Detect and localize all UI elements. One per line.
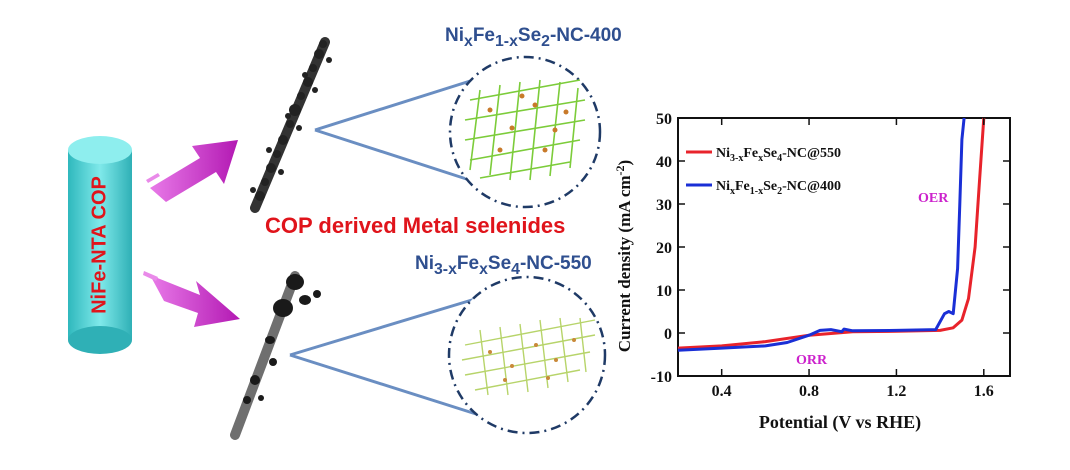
lattice-top <box>464 79 586 181</box>
orr-annotation: ORR <box>796 353 828 368</box>
zoom-circle-bottom <box>447 275 607 435</box>
lattice-top-atoms <box>487 93 569 153</box>
legend-label-blue: NixFe1-xSe2-NC@400 <box>716 179 841 197</box>
center-title: COP derived Metal selenides <box>265 213 566 238</box>
y-tick-label: 10 <box>656 283 672 300</box>
y-tick-label: 40 <box>656 154 672 171</box>
arrow-top <box>146 140 238 202</box>
y-tick-label: 20 <box>656 240 672 257</box>
cylinder-graphic <box>68 136 132 354</box>
y-tick-label: -10 <box>651 369 672 386</box>
rod-bottom-image <box>230 271 321 440</box>
legend-label-red: Ni3-xFexSe4-NC@550 <box>716 146 841 164</box>
x-tick-label: 1.2 <box>886 383 906 400</box>
zoom-graphics <box>289 55 607 435</box>
series-line-blue <box>677 117 966 352</box>
x-tick-label: 1.6 <box>974 383 994 400</box>
rod-top-image <box>250 37 332 213</box>
polarization-chart: 0.4 0.8 1.2 1.6 -10 0 10 20 30 40 50 Current densi… <box>613 111 1011 433</box>
top-material-label: NixFe1-xSe2-NC-400 <box>445 25 622 50</box>
arrow-bottom <box>143 271 240 327</box>
zoom-circle-top <box>448 55 602 209</box>
series-line-red <box>677 117 986 350</box>
x-tick-label: 0.8 <box>799 383 819 400</box>
y-tick-label: 0 <box>664 326 672 343</box>
x-axis-label: Potential (V vs RHE) <box>759 412 921 433</box>
lattice-bottom <box>461 317 596 396</box>
y-axis-label: Current density (mA cm-2) <box>613 160 634 352</box>
x-tick-label: 0.4 <box>712 383 732 400</box>
y-tick-label: 30 <box>656 197 672 214</box>
y-tick-label: 50 <box>656 111 672 128</box>
bottom-material-label: Ni3-xFexSe4-NC-550 <box>415 253 592 278</box>
oer-annotation: OER <box>918 191 949 206</box>
lattice-bottom-atoms <box>488 338 576 382</box>
